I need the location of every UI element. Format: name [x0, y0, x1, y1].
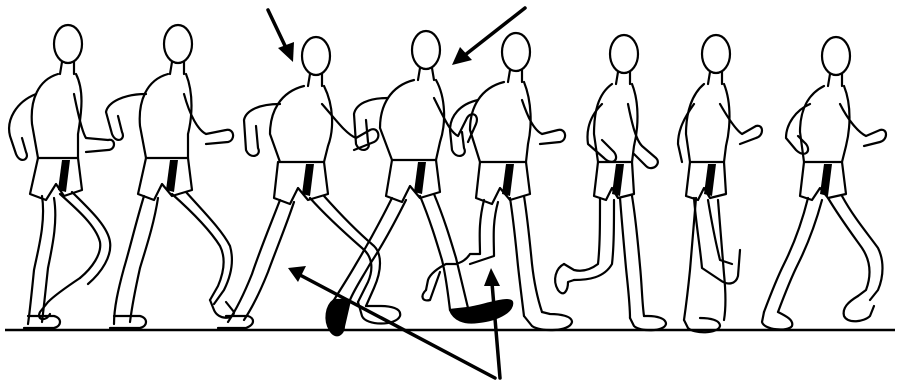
arrow-foot-right	[484, 268, 500, 378]
runner-figure-1	[9, 25, 114, 328]
runner-figure-7	[678, 35, 762, 332]
runner-figure-3	[218, 37, 400, 328]
runner-figure-2	[106, 25, 234, 328]
arrow-head-left	[268, 10, 294, 62]
runner-figure-8	[762, 37, 886, 329]
runner-figure-6	[555, 35, 666, 330]
